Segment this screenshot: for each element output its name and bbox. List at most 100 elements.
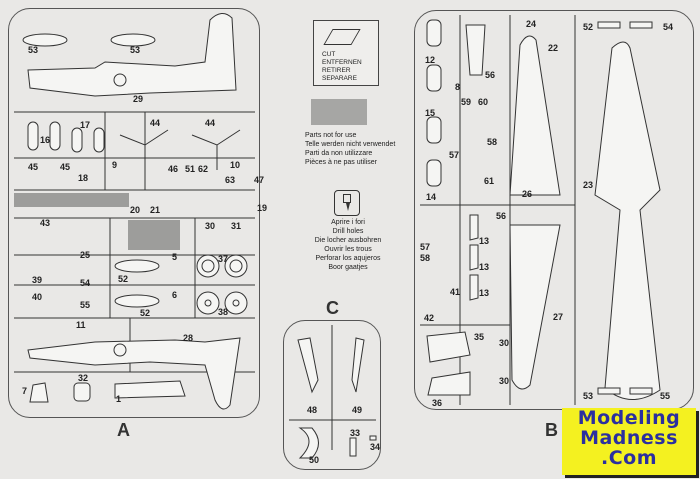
part-label: 36 xyxy=(432,398,443,408)
part-7 xyxy=(29,382,49,403)
part-label: 44 xyxy=(205,118,216,128)
part-label: 11 xyxy=(76,320,86,330)
parts-37-38-wheels xyxy=(196,254,248,315)
part-label: 62 xyxy=(198,164,209,174)
part-1 xyxy=(114,380,186,399)
cut-legend-box: CUT ENTFERNEN RETIRER SEPARARE xyxy=(313,20,379,86)
part-label: 1 xyxy=(116,394,122,404)
part-label: 13 xyxy=(479,236,490,246)
part-label: 47 xyxy=(254,175,265,185)
part-label: 56 xyxy=(496,211,507,221)
parts-44-propellers xyxy=(119,129,241,170)
part-label: 55 xyxy=(80,300,91,310)
part-53-b xyxy=(110,33,156,47)
part-label: 17 xyxy=(80,120,91,130)
part-label: 59 xyxy=(461,97,472,107)
part-label: 55 xyxy=(660,391,671,401)
unused-parts-tracks xyxy=(128,220,180,250)
part-label: 57 xyxy=(449,150,460,160)
part-label: 42 xyxy=(424,313,435,323)
part-label: 51 xyxy=(185,164,196,174)
part-label: 56 xyxy=(485,70,496,80)
part-label: 13 xyxy=(479,262,490,272)
part-label: 30 xyxy=(499,338,510,348)
part-label: 50 xyxy=(309,455,320,465)
part-label: 10 xyxy=(230,160,241,170)
part-26-wing xyxy=(509,35,561,196)
part-label: 58 xyxy=(487,137,498,147)
part-29-fuselage xyxy=(27,13,237,97)
part-label: 43 xyxy=(40,218,51,228)
part-label: 48 xyxy=(307,405,318,415)
part-label: 21 xyxy=(150,205,161,215)
part-label: 23 xyxy=(583,180,594,190)
part-35 xyxy=(426,331,471,363)
part-label: 63 xyxy=(225,175,236,185)
sprue-a-label: A xyxy=(117,420,130,440)
part-label: 19 xyxy=(257,203,268,213)
part-label: 37 xyxy=(218,254,229,264)
part-label: 12 xyxy=(425,55,436,65)
parts-13 xyxy=(469,214,479,301)
part-label: 5 xyxy=(172,252,178,262)
part-label: 22 xyxy=(548,43,559,53)
sprue-b-frame xyxy=(414,10,694,410)
part-56 xyxy=(465,24,486,76)
part-label: 30 xyxy=(499,376,510,386)
part-label: 14 xyxy=(426,192,437,202)
part-label: 6 xyxy=(172,290,178,300)
part-label: 39 xyxy=(32,275,43,285)
drill-legend: Aprire i fori Drill holes Die locher aus… xyxy=(314,219,382,271)
part-32 xyxy=(73,382,91,402)
part-34 xyxy=(369,435,377,441)
unused-parts-legend: Parts not for use Telle werden nicht ver… xyxy=(305,132,396,166)
part-label: 45 xyxy=(28,162,39,172)
part-label: 30 xyxy=(205,221,216,231)
part-label: 40 xyxy=(32,292,43,302)
part-label: 7 xyxy=(22,386,28,396)
part-label: 58 xyxy=(420,253,431,263)
part-label: 44 xyxy=(150,118,161,128)
sprue-a-frame xyxy=(8,8,260,418)
part-53-a xyxy=(22,33,68,47)
part-label: 49 xyxy=(352,405,363,415)
part-label: 32 xyxy=(78,373,89,383)
part-label: 45 xyxy=(60,162,71,172)
modeling-madness-watermark: Modeling Madness .Com xyxy=(562,408,696,475)
part-label: 41 xyxy=(450,287,461,297)
knife-cut-icon xyxy=(323,29,361,45)
part-54 xyxy=(629,21,653,29)
part-label: 33 xyxy=(350,428,361,438)
part-label: 26 xyxy=(522,189,533,199)
unused-parts-swatch xyxy=(311,99,367,125)
part-label: 52 xyxy=(583,22,594,32)
part-52-b xyxy=(597,21,621,29)
part-label: 9 xyxy=(112,160,118,170)
part-label: 29 xyxy=(133,94,144,104)
part-label: 27 xyxy=(553,312,564,322)
part-label: 52 xyxy=(118,274,129,284)
parts-16-17-bombs xyxy=(27,121,105,153)
part-27-wing xyxy=(509,224,561,390)
part-label: 28 xyxy=(183,333,194,343)
sprue-c-label: C xyxy=(326,298,339,318)
part-53-b xyxy=(597,387,621,395)
part-label: 38 xyxy=(218,307,229,317)
part-label: 61 xyxy=(484,176,495,186)
part-label: 57 xyxy=(420,242,431,252)
part-55 xyxy=(629,387,653,395)
part-28-fuselage xyxy=(27,337,241,410)
part-label: 54 xyxy=(663,22,674,32)
drill-bit-icon xyxy=(334,190,360,216)
part-33 xyxy=(349,437,357,457)
part-48 xyxy=(297,337,319,394)
part-label: 15 xyxy=(425,108,436,118)
part-label: 53 xyxy=(28,45,39,55)
sprue-c-frame xyxy=(283,320,381,470)
part-label: 34 xyxy=(370,442,381,452)
part-label: 31 xyxy=(231,221,242,231)
part-label: 60 xyxy=(478,97,489,107)
part-label: 53 xyxy=(583,391,594,401)
part-label: 25 xyxy=(80,250,91,260)
